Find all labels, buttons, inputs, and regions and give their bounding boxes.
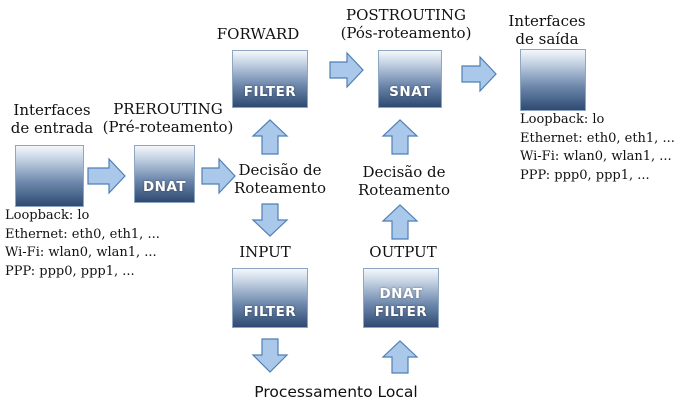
prerouting-dnat-label: DNAT — [142, 179, 187, 195]
input-interface-ppp: PPP: ppp0, ppp1, ... — [5, 263, 135, 279]
output-interfaces-title: Interfaces de saída — [500, 12, 594, 48]
output-dnat-filter-box: DNAT FILTER — [363, 268, 439, 328]
prerouting-dnat-box: DNAT — [134, 145, 195, 203]
input-interface-wifi: Wi-Fi: wlan0, wlan1, ... — [5, 245, 157, 260]
forward-chain-name: FORWARD — [216, 25, 300, 43]
postrouting-snat-box: SNAT — [378, 50, 442, 108]
prerouting-chain-name: PREROUTING — [113, 100, 223, 118]
output-filter-label: FILTER — [374, 304, 428, 320]
routing-decision-2-line1: Decisão de — [362, 163, 446, 181]
input-filter-label: FILTER — [243, 304, 297, 320]
postrouting-subtitle: (Pós-roteamento) — [340, 24, 472, 42]
output-interface-loopback: Loopback: lo — [520, 112, 605, 127]
input-interface-ethernet: Ethernet: eth0, eth1, ... — [5, 226, 160, 242]
arrow-forward-to-postrouting — [329, 51, 364, 89]
output-interface-wifi: Wi-Fi: wlan0, wlan1, ... — [520, 149, 672, 164]
output-interfaces-box — [520, 49, 586, 111]
arrow-decision2-to-postrouting — [381, 119, 419, 155]
local-processing-label: Processamento Local — [254, 383, 418, 401]
routing-decision-1-line2: Roteamento — [234, 179, 326, 197]
output-dnat-label: DNAT — [379, 286, 423, 302]
output-interface-ethernet: Ethernet: eth0, eth1, ... — [520, 130, 675, 146]
routing-decision-1: Decisão de Roteamento — [234, 161, 326, 197]
output-interfaces-title-line2: de saída — [515, 30, 579, 48]
routing-decision-1-line1: Decisão de — [238, 161, 322, 179]
arrow-decision-to-input — [251, 203, 289, 237]
input-interfaces-title-line1: Interfaces — [13, 101, 91, 119]
prerouting-title: PREROUTING (Pré-roteamento) — [102, 100, 234, 136]
arrow-decision-to-forward — [251, 119, 289, 155]
output-interfaces-list: Loopback: lo Ethernet: eth0, eth1, ... W… — [520, 111, 675, 185]
forward-filter-box: FILTER — [232, 50, 308, 108]
forward-title: FORWARD — [213, 25, 303, 43]
arrow-output-to-decision2 — [381, 204, 419, 240]
input-chain-name: INPUT — [239, 243, 291, 261]
input-interface-loopback: Loopback: lo — [5, 208, 90, 223]
output-interface-ppp: PPP: ppp0, ppp1, ... — [520, 167, 650, 183]
input-interfaces-title-line2: de entrada — [10, 119, 94, 137]
input-interfaces-box — [15, 145, 84, 207]
arrow-prerouting-to-decision — [201, 157, 236, 195]
arrow-input-to-local — [251, 338, 289, 373]
input-interfaces-list: Loopback: lo Ethernet: eth0, eth1, ... W… — [5, 207, 160, 281]
arrow-local-to-output — [381, 340, 419, 374]
input-title: INPUT — [220, 243, 310, 261]
routing-decision-2-line2: Roteamento — [358, 181, 450, 199]
prerouting-subtitle: (Pré-roteamento) — [102, 118, 234, 136]
routing-decision-2: Decisão de Roteamento — [358, 163, 450, 199]
output-title: OUTPUT — [358, 243, 448, 261]
input-interfaces-title: Interfaces de entrada — [6, 101, 98, 137]
arrow-input-to-prerouting — [87, 157, 126, 195]
output-chain-name: OUTPUT — [369, 243, 437, 261]
postrouting-title: POSTROUTING (Pós-roteamento) — [336, 6, 476, 42]
output-interfaces-title-line1: Interfaces — [508, 12, 586, 30]
input-filter-box: FILTER — [232, 268, 308, 328]
arrow-postrouting-to-output-interfaces — [461, 55, 497, 93]
postrouting-chain-name: POSTROUTING — [346, 6, 466, 24]
postrouting-snat-label: SNAT — [389, 84, 431, 100]
forward-filter-label: FILTER — [243, 84, 297, 100]
